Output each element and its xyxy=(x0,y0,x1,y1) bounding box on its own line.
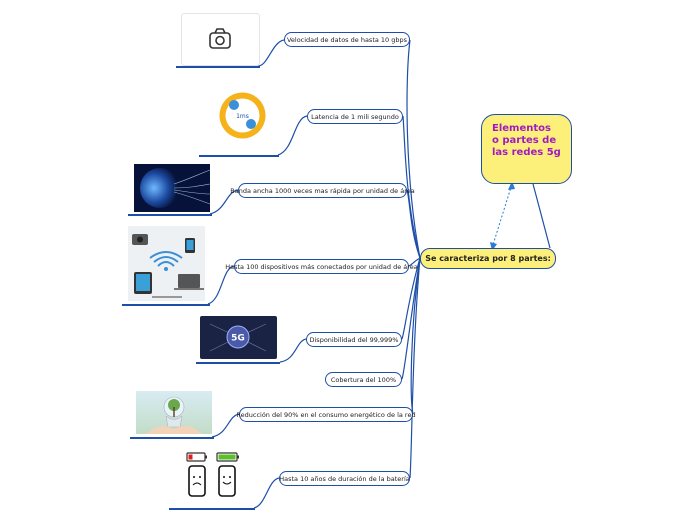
branch-node-availability[interactable]: Disponibilidad del 99,999% xyxy=(306,332,402,347)
image-underline xyxy=(128,214,212,216)
branch-node-latency[interactable]: Latencia de 1 mili segundo xyxy=(307,109,403,124)
phone-battery-icon xyxy=(183,450,245,502)
connected-devices-icon xyxy=(128,226,205,301)
image-underline xyxy=(196,362,280,364)
image-underline xyxy=(130,437,214,439)
branch-node-battery[interactable]: Hasta 10 años de duración de la batería xyxy=(279,471,410,486)
image-underline xyxy=(199,155,279,157)
central-topic[interactable]: Se caracteriza por 8 partes: xyxy=(420,248,556,269)
camera-icon xyxy=(181,13,260,66)
latency-icon-text: 1ms xyxy=(236,113,249,120)
image-underline xyxy=(122,304,210,306)
callout-topic[interactable]: Elementos o partes de las redes 5g xyxy=(481,114,572,184)
eco-lightbulb-icon xyxy=(136,391,212,434)
globe-network-icon xyxy=(134,164,210,212)
image-underline xyxy=(176,66,260,68)
5g-icon-text: 5G xyxy=(231,334,245,344)
branch-node-data-speed[interactable]: Velocidad de datos de hasta 10 gbps xyxy=(284,32,410,47)
branch-node-broadband[interactable]: Banda ancha 1000 veces mas rápida por un… xyxy=(230,183,415,198)
branch-node-coverage[interactable]: Cobertura del 100% xyxy=(325,372,402,387)
branch-node-energy[interactable]: Reducción del 90% en el consumo energéti… xyxy=(236,407,416,422)
5g-hub-icon: 5G xyxy=(200,316,277,359)
latency-app-icon: 1ms xyxy=(219,92,266,139)
image-underline xyxy=(169,508,255,510)
branch-node-devices[interactable]: Hasta 100 dispositivos más conectados po… xyxy=(225,259,418,274)
